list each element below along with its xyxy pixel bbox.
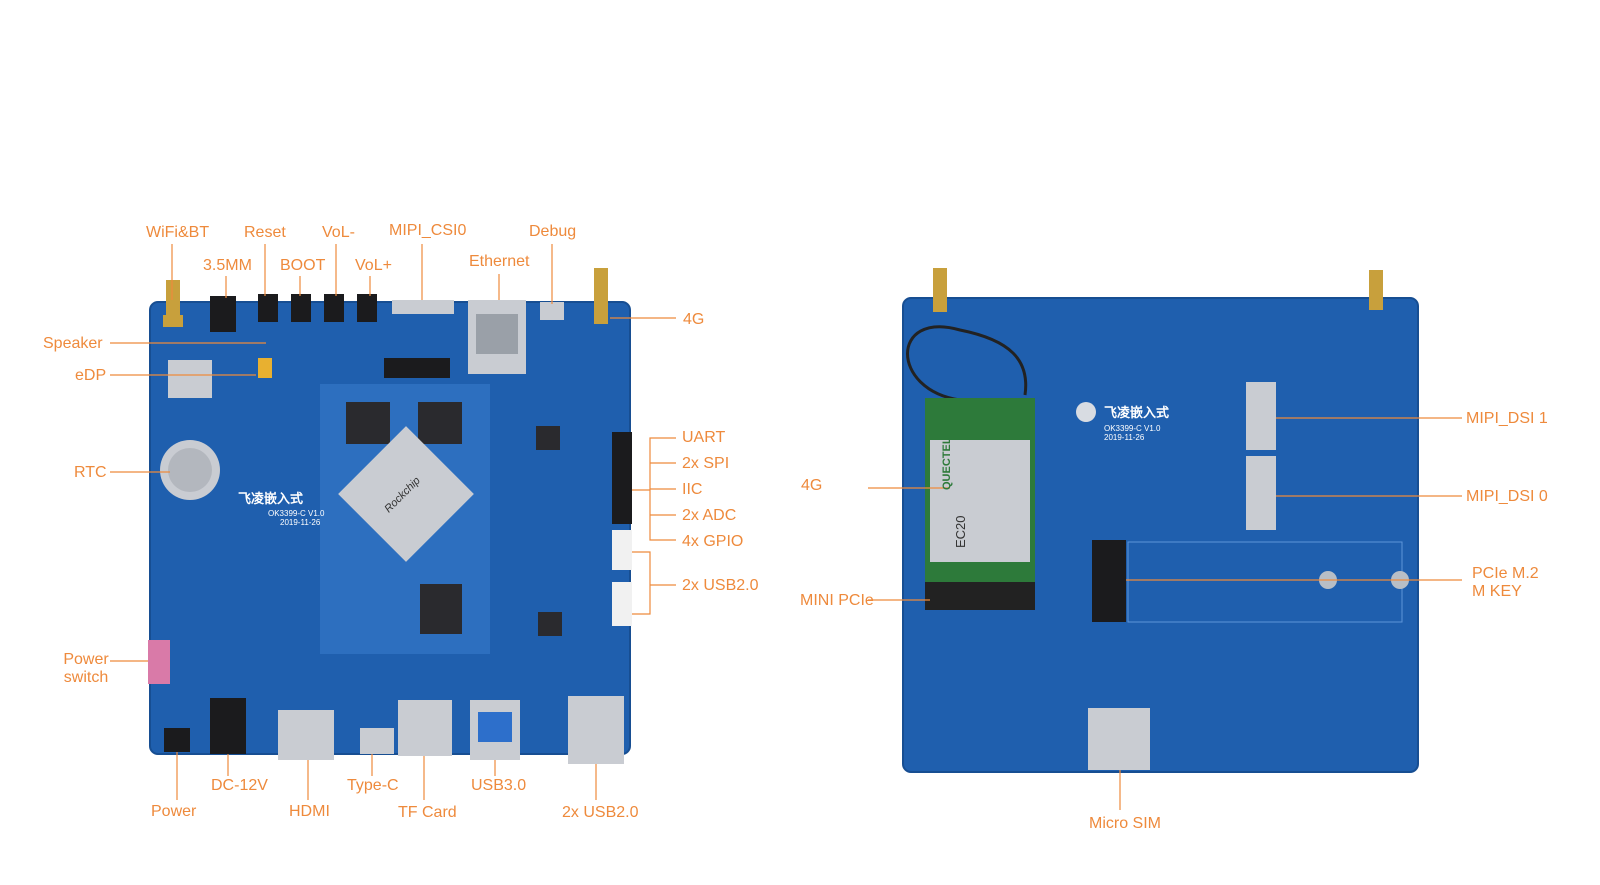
mount-hole	[1076, 402, 1096, 422]
module-maker: QUECTEL	[941, 437, 953, 490]
label-edp: eDP	[75, 367, 107, 384]
back-board	[902, 268, 1419, 773]
soc-chip	[338, 426, 474, 562]
label-mipi-csi0: MIPI_CSI0	[389, 222, 467, 239]
label-back-4g: 4G	[801, 477, 823, 494]
front-model: OK3399-C V1.0	[268, 509, 325, 518]
ic-right-1	[536, 426, 560, 450]
typec-port	[360, 728, 394, 754]
front-brand: 飞凌嵌入式	[238, 491, 304, 506]
power-switch	[148, 640, 170, 684]
label-mipi-dsi1: MIPI_DSI 1	[1466, 410, 1548, 427]
label-boot: BOOT	[280, 257, 326, 274]
4g-module-shield	[930, 440, 1030, 562]
power-button	[164, 728, 190, 752]
label-power-switch: Power switch	[63, 651, 109, 686]
label-gpio: 4x GPIO	[682, 533, 744, 550]
front-top-connectors	[163, 268, 608, 374]
debug-usb-port	[540, 302, 564, 320]
ram-chip-1	[346, 402, 390, 444]
label-wifi-bt: WiFi&BT	[146, 224, 210, 241]
wifi-antenna-base	[163, 315, 183, 327]
front-date: 2019-11-26	[280, 518, 321, 527]
antenna-cable	[906, 325, 1028, 402]
label-rtc: RTC	[74, 464, 107, 481]
label-pcie-m2: PCIe M.2 M KEY	[1472, 565, 1539, 600]
vol-minus-button	[324, 294, 344, 322]
front-bottom-connectors	[164, 696, 624, 764]
ic-right-2	[538, 612, 562, 636]
m2-slot	[1092, 540, 1126, 622]
leader-gpio-ticks	[650, 462, 676, 516]
mipi-csi0-connector	[392, 300, 454, 314]
mipi-dsi0-connector	[1246, 456, 1276, 530]
boot-button	[291, 294, 311, 322]
label-mini-pcie: MINI PCIe	[800, 592, 874, 609]
back-date: 2019-11-26	[1104, 433, 1145, 442]
label-reset: Reset	[244, 224, 286, 241]
label-vol-minus: VoL-	[322, 224, 355, 241]
label-adc: 2x ADC	[682, 507, 737, 524]
4g-antenna-connector	[594, 268, 608, 324]
wifi-module	[168, 360, 212, 398]
gpio-header	[612, 432, 632, 524]
mipi-header	[384, 358, 450, 378]
label-tfcard: TF Card	[398, 804, 457, 821]
rtc-battery-inner	[168, 448, 212, 492]
label-vol-plus: VoL+	[355, 257, 392, 274]
back-brand: 飞凌嵌入式	[1104, 405, 1170, 420]
mini-pcie-slot	[925, 582, 1035, 610]
usb20-header-1	[612, 530, 632, 570]
audio-35mm-jack	[210, 296, 236, 332]
back-model: OK3399-C V1.0	[1104, 424, 1161, 433]
mipi-dsi1-connector	[1246, 382, 1276, 450]
label-power: Power	[151, 803, 197, 820]
usb20-stacked-port	[568, 696, 624, 764]
usb20-header-2	[612, 582, 632, 626]
front-chips	[148, 358, 632, 684]
reset-button	[258, 294, 278, 322]
label-mipi-dsi0: MIPI_DSI 0	[1466, 488, 1548, 505]
usb30-port-face	[478, 712, 512, 742]
ethernet-jack-face	[476, 314, 518, 354]
leader-lines	[110, 244, 1462, 810]
label-typec: Type-C	[347, 777, 399, 794]
dc-jack	[210, 698, 246, 754]
label-speaker: Speaker	[43, 335, 103, 352]
emmc-chip	[420, 584, 462, 634]
module-model: EC20	[953, 515, 968, 548]
leader-usb20-bracket	[632, 551, 651, 615]
micro-sim-slot	[1088, 708, 1150, 770]
edp-connector	[258, 358, 272, 378]
hdmi-port	[278, 710, 334, 760]
label-usb20-right: 2x USB2.0	[682, 577, 759, 594]
label-iic: IIC	[682, 481, 703, 498]
label-dc12v: DC-12V	[211, 777, 268, 794]
vol-plus-button	[357, 294, 377, 322]
label-ethernet: Ethernet	[469, 253, 530, 270]
back-antenna-1	[933, 268, 947, 312]
label-uart: UART	[682, 429, 726, 446]
label-hdmi: HDMI	[289, 803, 330, 820]
label-usb20-bottom: 2x USB2.0	[562, 804, 639, 821]
wifi-antenna-connector	[166, 280, 180, 320]
front-board	[148, 268, 632, 764]
label-debug: Debug	[529, 223, 577, 240]
label-spi: 2x SPI	[682, 455, 730, 472]
ram-chip-2	[418, 402, 462, 444]
back-antenna-2	[1369, 270, 1383, 310]
label-4g: 4G	[683, 311, 705, 328]
tf-card-slot	[398, 700, 452, 756]
label-usb30: USB3.0	[471, 777, 527, 794]
label-35mm: 3.5MM	[203, 257, 252, 274]
label-micro-sim: Micro SIM	[1089, 815, 1161, 832]
